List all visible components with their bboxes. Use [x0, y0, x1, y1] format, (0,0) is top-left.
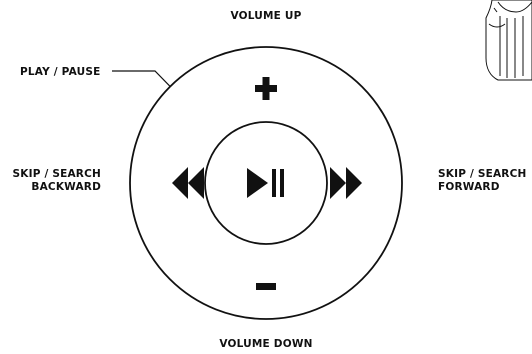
fast-forward-icon[interactable]: [330, 167, 362, 199]
volume-down-label: VOLUME DOWN: [219, 338, 312, 350]
volume-up-label: VOLUME UP: [230, 10, 301, 22]
minus-icon[interactable]: [256, 283, 276, 290]
skip-backward-label-line2: BACKWARD: [31, 181, 101, 193]
skip-backward-label-line1: SKIP / SEARCH: [13, 168, 102, 180]
play-pause-icon[interactable]: [247, 168, 284, 198]
person-figure: [485, 0, 532, 81]
skip-forward-label-line1: SKIP / SEARCH: [438, 168, 527, 180]
skip-forward-label-line2: FORWARD: [438, 181, 500, 193]
rewind-icon[interactable]: [172, 167, 204, 199]
play-pause-label: PLAY / PAUSE: [20, 66, 100, 78]
plus-icon[interactable]: [255, 77, 277, 100]
